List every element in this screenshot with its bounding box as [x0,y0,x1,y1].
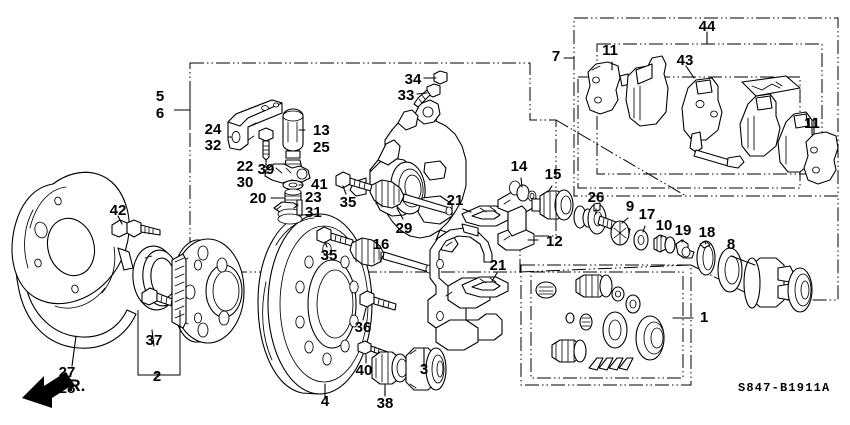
callout-29: 29 [396,220,413,237]
callout-9: 9 [626,198,634,215]
guide-pin-boot [369,179,453,216]
callout-31: 31 [305,204,322,221]
callout-41: 41 [311,176,328,193]
guide-pin-long [349,237,433,274]
bleeder-assembly [413,70,448,108]
callout-21-lower: 21 [490,257,507,274]
piston [743,257,813,313]
pad-set-inner-box [577,76,801,189]
retainer-small [675,239,695,259]
callout-38: 38 [377,395,394,412]
washer-spring [610,220,630,246]
wheel-hub [171,238,245,344]
callout-23: 23 [305,189,322,206]
splash-guard-bolt [111,219,161,238]
brake-rotor-drum [257,213,373,395]
retainer-clip [497,180,537,251]
callout-26: 26 [588,189,605,206]
callout-18: 18 [699,224,716,241]
lever-arm [264,163,311,184]
callout-43: 43 [677,52,694,69]
callout-11-right: 11 [804,115,820,132]
callout-1: 1 [700,309,708,326]
callout-40: 40 [356,362,373,379]
callout-13: 13 [313,122,330,139]
fr-arrow-icon [22,372,74,408]
callout-22: 22 [237,158,254,175]
callout-14: 14 [511,158,528,175]
callout-15: 15 [545,166,562,183]
callout-32: 32 [205,137,222,154]
callout-30: 30 [237,174,254,191]
callout-3: 3 [420,361,428,378]
brake-pad-set [585,55,839,185]
flange-bolt-upper [335,171,373,192]
callout-20: 20 [250,190,267,207]
callout-33: 33 [398,87,415,104]
callout-5: 5 [156,88,164,105]
pad-retainer-lower [461,276,509,298]
seal-kit-box-inner [530,271,684,379]
callout-21-upper: 21 [447,192,464,209]
callout-35-lower: 35 [321,247,338,264]
snap-ring [696,240,716,276]
perspective-band-lower [519,264,692,273]
mount-bracket [227,99,283,151]
callout-10: 10 [656,217,673,234]
callout-17: 17 [639,206,656,223]
perspective-band-upper [555,119,687,197]
small-washer [653,234,676,254]
callout-4: 4 [321,393,330,410]
callout-12: 12 [546,233,563,250]
callout-8: 8 [727,236,735,253]
callout-labels: 1 2 3 4 5 6 7 8 9 10 11 11 12 13 14 15 1… [59,18,820,412]
diagram-part-code: S847-B1911A [738,381,830,395]
caliper-mount-bolt [359,290,397,311]
callout-37: 37 [146,332,163,349]
callout-7: 7 [552,48,560,65]
callout-42: 42 [110,202,127,219]
splash-guard [11,171,137,349]
callout-24: 24 [205,121,222,138]
callout-25: 25 [313,139,330,156]
callout-16: 16 [373,236,390,253]
seal-kit-box [520,264,692,386]
spring-seat [284,188,302,205]
hub-nut [371,351,409,385]
pad-retainer-upper [461,205,509,237]
hub-cap-assembly [405,347,447,391]
callout-39: 39 [258,161,275,178]
callout-19: 19 [675,222,692,239]
return-spring [273,199,303,225]
bolt-39 [258,127,274,161]
seal-kit-contents [535,274,665,371]
pad-set-box [573,17,839,197]
orientation-marker: FR. [22,372,85,408]
fr-label: FR. [58,376,85,395]
sleeve-bushing [531,189,574,221]
callout-2: 2 [153,368,161,385]
washer-flat [633,229,649,251]
callout-36: 36 [355,319,372,336]
callout-11-left: 11 [602,42,618,59]
seat-washer [282,179,304,191]
leader-lines [71,31,815,400]
callout-35-upper: 35 [340,194,357,211]
piston-seal-ring [717,247,743,293]
callout-44: 44 [699,18,716,35]
callout-6: 6 [156,105,164,122]
callout-34: 34 [405,71,422,88]
